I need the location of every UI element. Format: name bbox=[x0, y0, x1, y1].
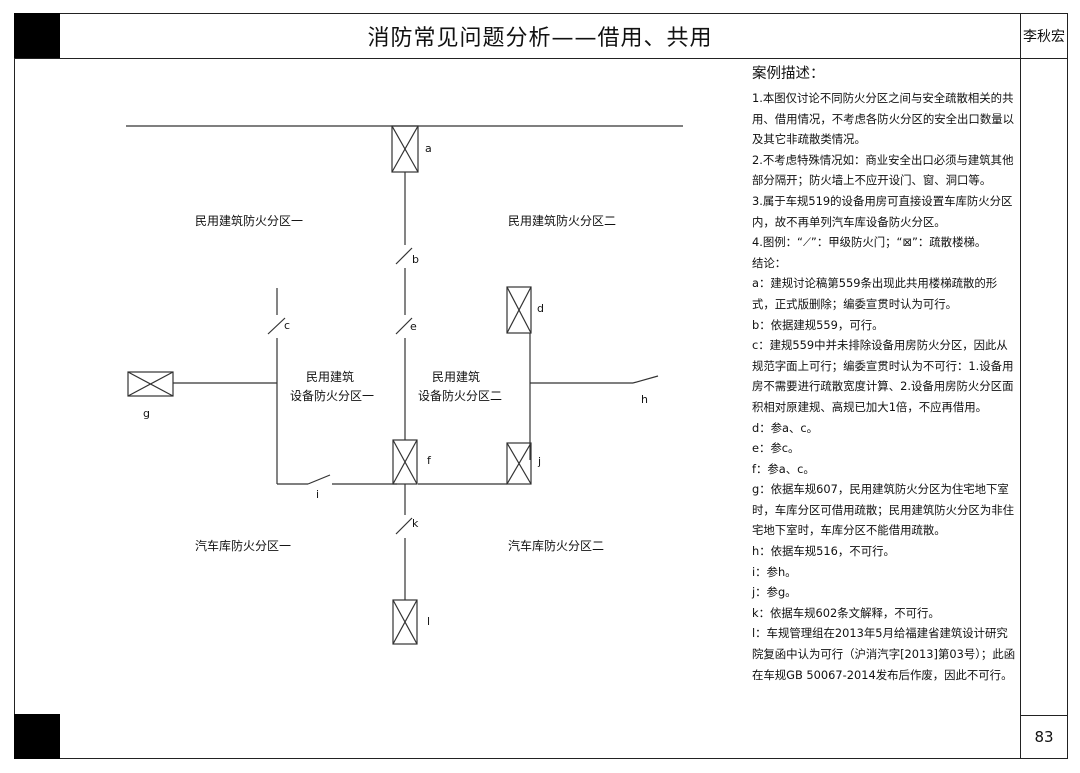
marker-k: k bbox=[412, 517, 419, 530]
marker-d: d bbox=[537, 302, 544, 315]
zone-garage-1: 汽车库防火分区一 bbox=[195, 538, 291, 553]
marker-c: c bbox=[284, 319, 290, 332]
stairs bbox=[127, 125, 532, 645]
stair-a-icon bbox=[391, 125, 419, 173]
note-item: b：依据建规559，可行。 bbox=[752, 317, 884, 332]
author-column-divider bbox=[1020, 13, 1021, 759]
note-item: f：参a、c。 bbox=[752, 461, 815, 476]
zone-civil-1: 民用建筑防火分区一 bbox=[195, 213, 303, 228]
marker-i: i bbox=[316, 488, 319, 501]
wall-lines bbox=[126, 125, 683, 600]
stair-d-icon bbox=[506, 286, 532, 334]
zone-garage-2: 汽车库防火分区二 bbox=[508, 538, 604, 553]
note-item: 2.不考虑特殊情况如：商业安全出口必须与建筑其他部分隔开；防火墙上不应开设门、窗… bbox=[752, 152, 1014, 188]
zone-equip-1-line1: 民用建筑 bbox=[306, 369, 354, 384]
note-item: e：参c。 bbox=[752, 441, 800, 456]
note-item: a：建规讨论稿第559条出现此共用楼梯疏散的形式，正式版删除；编委宣贯时认为可行… bbox=[752, 276, 998, 311]
note-conclusion-heading: 结论： bbox=[752, 255, 787, 270]
case-notes: 案例描述： 1.本图仅讨论不同防火分区之间与安全疏散相关的共用、借用情况，不考虑… bbox=[752, 62, 1018, 685]
fire-door-c-icon bbox=[267, 317, 286, 335]
note-item: 1.本图仅讨论不同防火分区之间与安全疏散相关的共用、借用情况，不考虑各防火分区的… bbox=[752, 91, 1014, 147]
marker-a: a bbox=[425, 142, 432, 155]
note-item: 3.属于车规519的设备用房可直接设置车库防火分区内，故不再单列汽车库设备防火分… bbox=[752, 193, 1013, 229]
title-divider bbox=[14, 58, 1068, 59]
marker-g: g bbox=[143, 407, 150, 420]
zone-equip-2-line2: 设备防火分区二 bbox=[418, 388, 502, 403]
note-item: h：依据车规516，不可行。 bbox=[752, 544, 895, 559]
zone-equip-2-line1: 民用建筑 bbox=[432, 369, 480, 384]
note-item: k：依据车规602条文解释，不可行。 bbox=[752, 605, 940, 620]
fire-door-b-icon bbox=[395, 247, 413, 265]
page-number: 83 bbox=[1034, 728, 1054, 746]
footer-corner-block bbox=[14, 714, 60, 759]
stair-g-icon bbox=[127, 371, 174, 397]
note-item: j：参g。 bbox=[752, 585, 797, 600]
fire-door-e-icon bbox=[395, 317, 413, 335]
drawing-frame bbox=[14, 13, 1068, 759]
letter-markers: a b c d e f g h i j k l bbox=[143, 142, 648, 628]
fire-door-k-icon bbox=[395, 517, 413, 535]
fire-doors bbox=[267, 247, 659, 535]
fire-door-h-icon bbox=[632, 375, 659, 384]
note-item: l：车规管理组在2013年5月给福建省建筑设计研究院复函中认为可行（沪消汽字[2… bbox=[752, 626, 1016, 682]
zone-civil-2: 民用建筑防火分区二 bbox=[508, 213, 616, 228]
marker-f: f bbox=[427, 454, 432, 467]
note-item: g：依据车规607，民用建筑防火分区为住宅地下室时，车库分区可借用疏散；民用建筑… bbox=[752, 482, 1014, 538]
zone-equip-1-line2: 设备防火分区一 bbox=[290, 388, 374, 403]
marker-l: l bbox=[427, 615, 430, 628]
note-item: i：参h。 bbox=[752, 564, 797, 579]
fire-door-i-icon bbox=[307, 474, 331, 485]
marker-h: h bbox=[641, 393, 648, 406]
page-number-divider bbox=[1020, 715, 1068, 716]
marker-j: j bbox=[537, 455, 541, 468]
title-corner-block bbox=[14, 13, 60, 58]
note-item: c：建规559中并未排除设备用房防火分区，因此从规范字面上可行；编委宣贯时认为不… bbox=[752, 338, 1014, 414]
marker-b: b bbox=[412, 253, 419, 266]
stair-f-icon bbox=[392, 439, 418, 485]
stair-j-icon bbox=[506, 442, 532, 485]
note-item: d：参a、c。 bbox=[752, 420, 819, 435]
page-title: 消防常见问题分析——借用、共用 bbox=[367, 25, 713, 51]
note-item: 4.图例：“⟋”：甲级防火门；“⊠”：疏散楼梯。 bbox=[752, 235, 987, 250]
author-name: 李秋宏 bbox=[1023, 28, 1065, 45]
zone-labels: 民用建筑防火分区一 民用建筑防火分区二 民用建筑 设备防火分区一 民用建筑 设备… bbox=[195, 213, 616, 553]
notes-heading: 案例描述： bbox=[752, 66, 825, 82]
stair-l-icon bbox=[392, 599, 418, 645]
marker-e: e bbox=[410, 320, 417, 333]
